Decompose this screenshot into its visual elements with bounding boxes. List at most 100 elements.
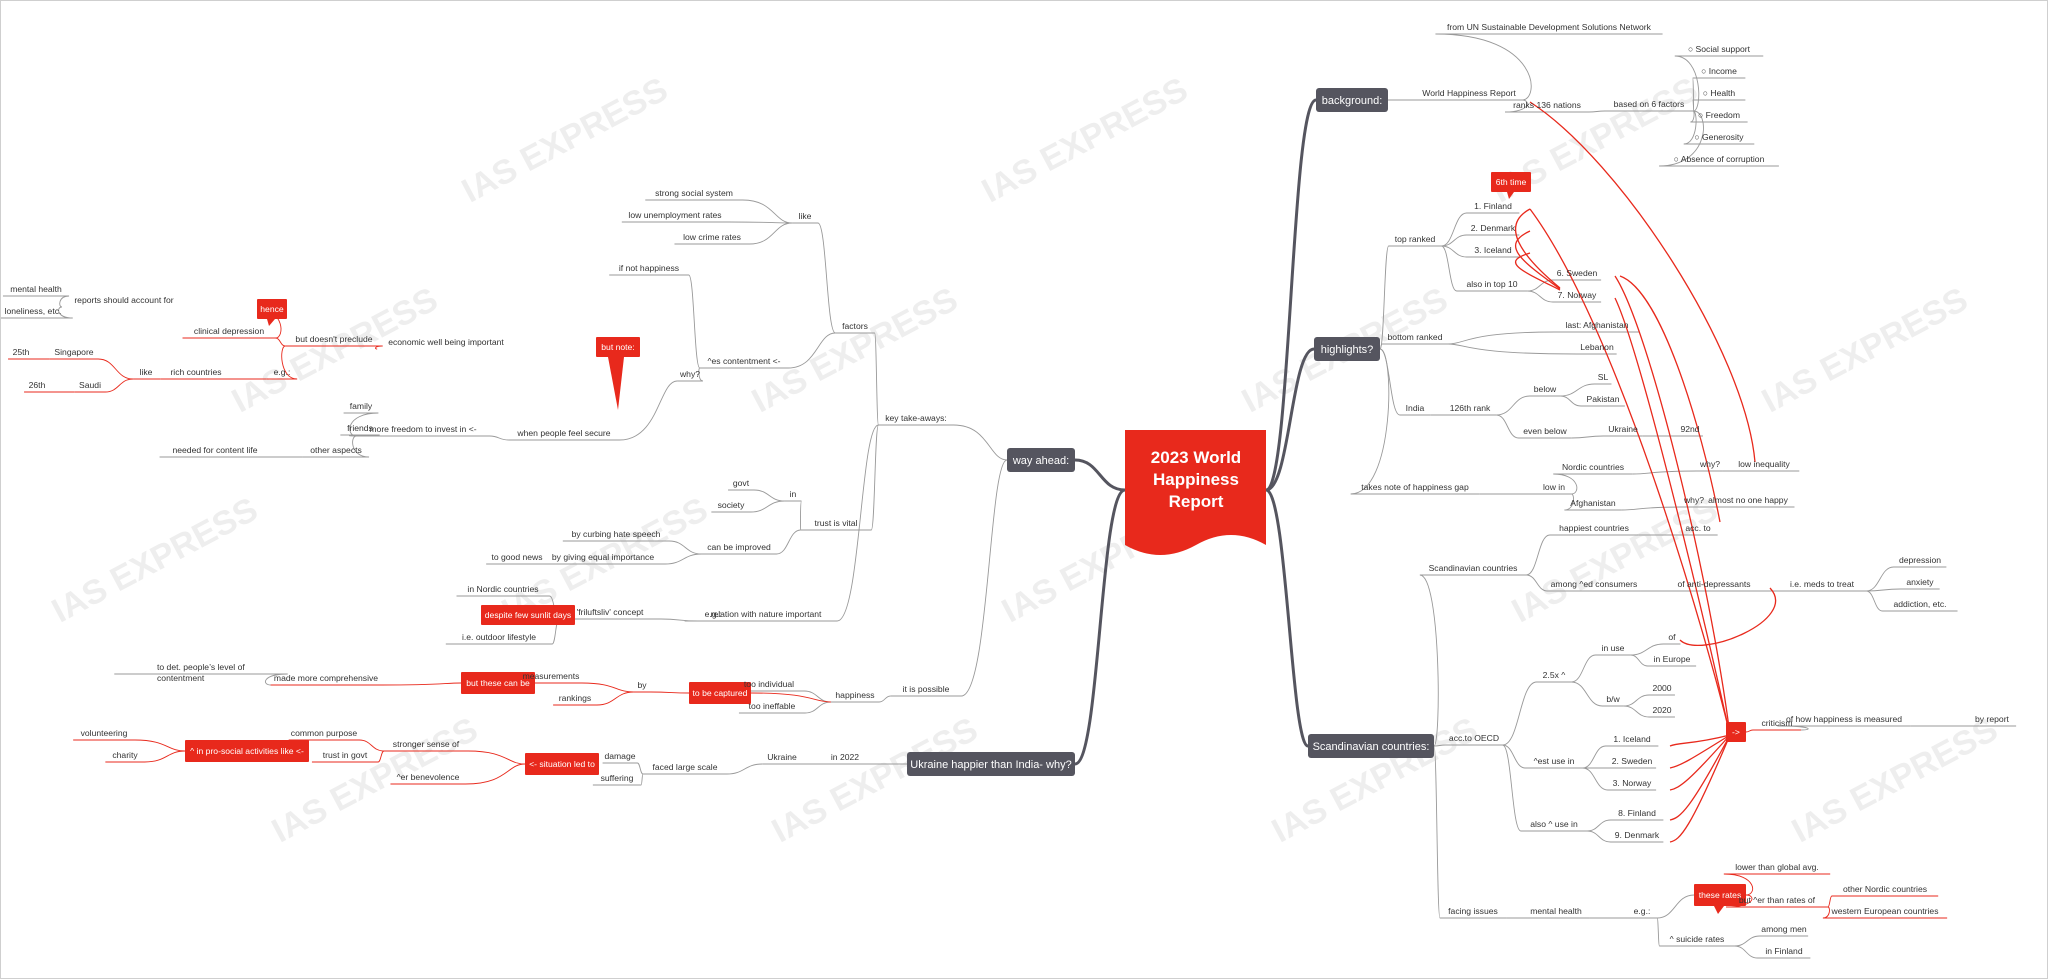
node-i-e-outdoor-lifestyle[interactable]: i.e. outdoor lifestyle xyxy=(462,632,536,642)
node-7-norway[interactable]: 7. Norway xyxy=(1558,290,1597,300)
node-in-2022[interactable]: in 2022 xyxy=(831,752,859,762)
node-addiction-etc[interactable]: addiction, etc. xyxy=(1893,599,1946,609)
node-in[interactable]: in xyxy=(790,489,797,499)
node-freedom[interactable]: ○ Freedom xyxy=(1698,110,1740,120)
node-also-use-in[interactable]: also ^ use in xyxy=(1530,819,1578,829)
node-other-aspects[interactable]: other aspects xyxy=(310,445,362,455)
node-but-doesn-t-preclude[interactable]: but doesn't preclude xyxy=(295,334,372,344)
node-by-report[interactable]: by report xyxy=(1975,714,2010,724)
node-economic-well-being-important[interactable]: economic well being important xyxy=(388,337,504,347)
node-in-finland[interactable]: in Finland xyxy=(1765,946,1802,956)
node-label[interactable]: -> xyxy=(1732,727,1740,737)
node-below[interactable]: below xyxy=(1534,384,1557,394)
node-126th-rank[interactable]: 126th rank xyxy=(1450,403,1491,413)
node-among-men[interactable]: among men xyxy=(1761,924,1807,934)
node-by-giving-equal-importance[interactable]: by giving equal importance xyxy=(552,552,654,562)
node-of-anti-depressants[interactable]: of anti-depressants xyxy=(1677,579,1750,589)
node-low-crime-rates[interactable]: low crime rates xyxy=(683,232,741,242)
node-acc-to-oecd[interactable]: acc.to OECD xyxy=(1449,733,1499,743)
node-trust-is-vital[interactable]: trust is vital xyxy=(815,518,858,528)
scandinavian-countries-label[interactable]: Scandinavian countries: xyxy=(1313,741,1430,753)
node-by[interactable]: by xyxy=(637,680,647,690)
node-6-sweden[interactable]: 6. Sweden xyxy=(1557,268,1598,278)
node-criticism[interactable]: criticism xyxy=(1761,718,1792,728)
node-strong-social-system[interactable]: strong social system xyxy=(655,188,733,198)
node-common-purpose[interactable]: common purpose xyxy=(291,728,358,738)
node-but-er-than-rates-of[interactable]: but ^er than rates of xyxy=(1739,895,1816,905)
node-es-contentment[interactable]: ^es contentment <- xyxy=(707,356,780,366)
node-e-g[interactable]: e.g.: xyxy=(1634,906,1651,916)
node-clinical-depression[interactable]: clinical depression xyxy=(194,326,264,336)
node-8-finland[interactable]: 8. Finland xyxy=(1618,808,1656,818)
node-of[interactable]: of xyxy=(1668,632,1676,642)
node-in-nordic-countries[interactable]: in Nordic countries xyxy=(467,584,538,594)
node-in-europe[interactable]: in Europe xyxy=(1654,654,1691,664)
node-among-ed-consumers[interactable]: among ^ed consumers xyxy=(1551,579,1638,589)
node-volunteering[interactable]: volunteering xyxy=(81,728,128,738)
node-scandinavian-countries[interactable]: Scandinavian countries xyxy=(1429,563,1518,573)
node-sl[interactable]: SL xyxy=(1598,372,1609,382)
node-friends[interactable]: friends xyxy=(347,423,373,433)
node-e-g[interactable]: e.g.: xyxy=(705,609,722,619)
node-2-denmark[interactable]: 2. Denmark xyxy=(1471,223,1516,233)
node-income[interactable]: ○ Income xyxy=(1701,66,1737,76)
node-lebanon[interactable]: Lebanon xyxy=(1580,342,1614,352)
node-2-sweden[interactable]: 2. Sweden xyxy=(1612,756,1653,766)
node-b-w[interactable]: b/w xyxy=(1606,694,1620,704)
way-ahead-label[interactable]: way ahead: xyxy=(1012,455,1069,467)
node-singapore[interactable]: Singapore xyxy=(54,347,93,357)
node-by-curbing-hate-speech[interactable]: by curbing hate speech xyxy=(572,529,661,539)
node-if-not-happiness[interactable]: if not happiness xyxy=(619,263,679,273)
node-takes-note-of-happiness-gap[interactable]: takes note of happiness gap xyxy=(1361,482,1469,492)
node-rankings[interactable]: rankings xyxy=(559,693,591,703)
node-too-ineffable[interactable]: too ineffable xyxy=(749,701,796,711)
node-acc-to[interactable]: acc. to xyxy=(1685,523,1711,533)
node-world-happiness-report[interactable]: World Happiness Report xyxy=(1422,88,1516,98)
node-friluftsliv-concept[interactable]: 'friluftsliv' concept xyxy=(577,607,644,617)
node-made-more-comprehensive[interactable]: made more comprehensive xyxy=(274,673,378,683)
despite-few-sunlit-days-label[interactable]: despite few sunlit days xyxy=(485,610,571,620)
node-relation-with-nature-important[interactable]: relation with nature important xyxy=(711,609,822,619)
node-low-inequality[interactable]: low inequality xyxy=(1738,459,1790,469)
node-ranks-136-nations[interactable]: ranks 136 nations xyxy=(1513,100,1581,110)
node-too-individual[interactable]: too individual xyxy=(744,679,794,689)
node-society[interactable]: society xyxy=(718,500,745,510)
node-more-freedom-to-invest-in[interactable]: more freedom to invest in <- xyxy=(369,424,476,434)
node-mental-health[interactable]: mental health xyxy=(1530,906,1582,916)
ukraine-happier-than-india-why-label[interactable]: Ukraine happier than India- why? xyxy=(910,759,1071,771)
but-these-can-be-label[interactable]: but these can be xyxy=(466,678,530,688)
but-note-label[interactable]: but note: xyxy=(601,342,634,352)
node-nordic-countries[interactable]: Nordic countries xyxy=(1562,462,1624,472)
situation-led-to-label[interactable]: <- situation led to xyxy=(529,759,595,769)
node-trust-in-govt[interactable]: trust in govt xyxy=(323,750,368,760)
node-saudi[interactable]: Saudi xyxy=(79,380,101,390)
node-india[interactable]: India xyxy=(1406,403,1425,413)
node-3-iceland[interactable]: 3. Iceland xyxy=(1474,245,1511,255)
node-i-e-meds-to-treat[interactable]: i.e. meds to treat xyxy=(1790,579,1855,589)
node-loneliness-etc[interactable]: loneliness, etc. xyxy=(5,306,62,316)
node-to-good-news[interactable]: to good news xyxy=(491,552,542,562)
6th-time-label[interactable]: 6th time xyxy=(1496,177,1527,187)
node-also-in-top-10[interactable]: also in top 10 xyxy=(1466,279,1517,289)
node-1-iceland[interactable]: 1. Iceland xyxy=(1613,734,1650,744)
node-key-take-aways[interactable]: key take-aways: xyxy=(885,413,947,423)
these-rates-label[interactable]: these rates xyxy=(1699,890,1742,900)
node-factors[interactable]: factors xyxy=(842,321,868,331)
node-when-people-feel-secure[interactable]: when people feel secure xyxy=(516,428,610,438)
node-er-benevolence[interactable]: ^er benevolence xyxy=(397,772,460,782)
background-label[interactable]: background: xyxy=(1322,95,1383,107)
node-family[interactable]: family xyxy=(350,401,373,411)
node-lower-than-global-avg[interactable]: lower than global avg. xyxy=(1735,862,1819,872)
node-rich-countries[interactable]: rich countries xyxy=(170,367,221,377)
node-anxiety[interactable]: anxiety xyxy=(1906,577,1934,587)
node-happiness[interactable]: happiness xyxy=(835,690,874,700)
hence-label[interactable]: hence xyxy=(260,304,284,314)
node-25th[interactable]: 25th xyxy=(13,347,30,357)
node-generosity[interactable]: ○ Generosity xyxy=(1694,132,1744,142)
node-from-un-sustainable-development-solution[interactable]: from UN Sustainable Development Solution… xyxy=(1447,22,1652,32)
node-can-be-improved[interactable]: can be improved xyxy=(707,542,771,552)
node-like[interactable]: like xyxy=(140,367,153,377)
node-est-use-in[interactable]: ^est use in xyxy=(1534,756,1575,766)
node-it-is-possible[interactable]: it is possible xyxy=(903,684,950,694)
node-other-nordic-countries[interactable]: other Nordic countries xyxy=(1843,884,1927,894)
